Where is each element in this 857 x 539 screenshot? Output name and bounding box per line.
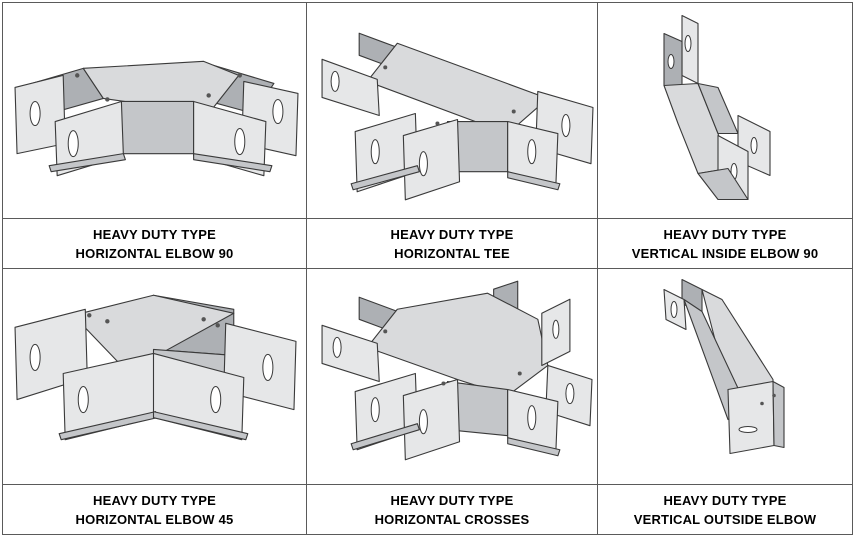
horizontal-elbow-45-caption: HEAVY DUTY TYPE HORIZONTAL ELBOW 45 [3, 484, 306, 534]
caption-line2: VERTICAL OUTSIDE ELBOW [633, 511, 817, 527]
horizontal-crosses-drawing [321, 280, 593, 461]
vertical-outside-elbow-drawing [663, 278, 785, 455]
horizontal-crosses-caption: HEAVY DUTY TYPE HORIZONTAL CROSSES [307, 484, 597, 534]
caption-line1: HEAVY DUTY TYPE [93, 492, 216, 508]
caption-line2: VERTICAL INSIDE ELBOW 90 [631, 245, 819, 261]
product-cell-horizontal-elbow-45: HEAVY DUTY TYPE HORIZONTAL ELBOW 45 [3, 269, 307, 534]
vertical-inside-elbow-90-illustration [598, 3, 852, 218]
product-cell-horizontal-crosses: HEAVY DUTY TYPE HORIZONTAL CROSSES [307, 269, 598, 534]
caption-line1: HEAVY DUTY TYPE [390, 492, 514, 508]
caption-line1: HEAVY DUTY TYPE [93, 226, 216, 242]
horizontal-elbow-45-illustration [3, 269, 306, 484]
horizontal-crosses-illustration [307, 269, 597, 484]
product-cell-horizontal-elbow-90: HEAVY DUTY TYPE HORIZONTAL ELBOW 90 [3, 3, 307, 269]
vertical-inside-elbow-90-caption: HEAVY DUTY TYPE VERTICAL INSIDE ELBOW 90 [598, 218, 852, 268]
caption-line2: HORIZONTAL CROSSES [374, 511, 530, 527]
horizontal-elbow-90-caption: HEAVY DUTY TYPE HORIZONTAL ELBOW 90 [3, 218, 306, 268]
vertical-outside-elbow-caption: HEAVY DUTY TYPE VERTICAL OUTSIDE ELBOW [598, 484, 852, 534]
horizontal-tee-drawing [321, 32, 594, 201]
horizontal-tee-caption: HEAVY DUTY TYPE HORIZONTAL TEE [307, 218, 597, 268]
horizontal-elbow-90-illustration [3, 3, 306, 218]
product-cell-vertical-inside-elbow-90: HEAVY DUTY TYPE VERTICAL INSIDE ELBOW 90 [598, 3, 852, 269]
caption-line1: HEAVY DUTY TYPE [390, 226, 514, 242]
horizontal-tee-illustration [307, 3, 597, 218]
horizontal-elbow-45-drawing [14, 294, 297, 441]
vertical-inside-elbow-90-drawing [663, 14, 771, 201]
caption-line1: HEAVY DUTY TYPE [663, 226, 787, 242]
caption-line2: HORIZONTAL TEE [394, 245, 510, 261]
product-cell-horizontal-tee: HEAVY DUTY TYPE HORIZONTAL TEE [307, 3, 598, 269]
horizontal-elbow-90-drawing [14, 60, 299, 177]
caption-line1: HEAVY DUTY TYPE [663, 492, 787, 508]
caption-line2: HORIZONTAL ELBOW 45 [75, 511, 234, 527]
caption-line2: HORIZONTAL ELBOW 90 [75, 245, 234, 261]
vertical-outside-elbow-illustration [598, 269, 852, 484]
product-cell-vertical-outside-elbow: HEAVY DUTY TYPE VERTICAL OUTSIDE ELBOW [598, 269, 852, 534]
